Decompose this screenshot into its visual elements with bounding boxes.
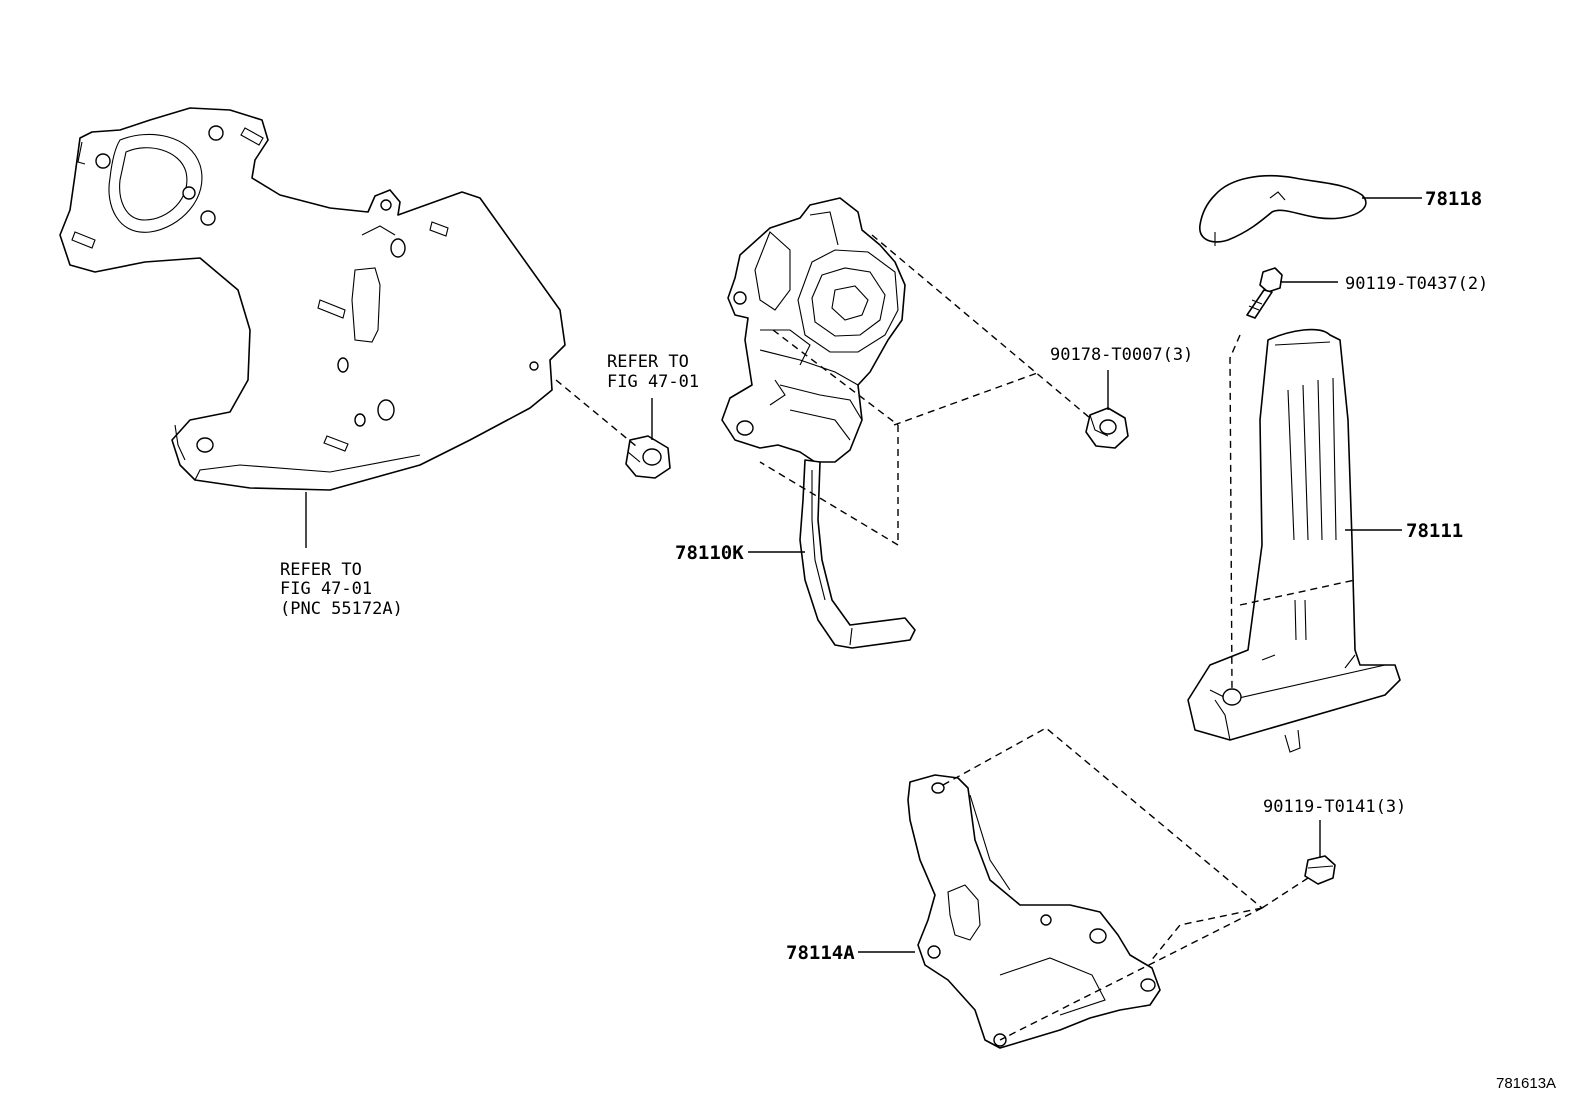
figure-id: 781613A [1496, 1075, 1556, 1092]
assembly-lines [555, 234, 1356, 1041]
label-78111: 78111 [1406, 520, 1463, 542]
leader-lines [305, 197, 1422, 953]
label-78110k: 78110K [675, 542, 744, 564]
refer-nut-line-1: REFER TO [607, 352, 689, 372]
label-90119-t0141: 90119-T0141(3) [1263, 797, 1406, 817]
label-78118: 78118 [1425, 188, 1482, 210]
pedal-arm-assy [721, 197, 916, 649]
bracket-78114a [907, 774, 1161, 1049]
accelerator-pedal-78111 [1187, 328, 1401, 753]
flange-nut-refer [625, 435, 671, 479]
label-90178-t0007: 90178-T0007(3) [1050, 345, 1193, 365]
refer-left-line-1: REFER TO [280, 560, 362, 580]
screw-90119-t0437 [1246, 267, 1283, 319]
bolt-90119-t0141 [1304, 855, 1336, 885]
refer-left-line-3: (PNC 55172A) [280, 599, 403, 619]
nut-90178 [1085, 407, 1129, 449]
label-78114a: 78114A [786, 942, 855, 964]
refer-nut-line-2: FIG 47-01 [607, 372, 699, 392]
refer-left-line-2: FIG 47-01 [280, 579, 372, 599]
dash-panel-bracket [59, 107, 566, 491]
label-90119-t0437: 90119-T0437(2) [1345, 274, 1488, 294]
pad-cover-78118 [1199, 175, 1367, 246]
